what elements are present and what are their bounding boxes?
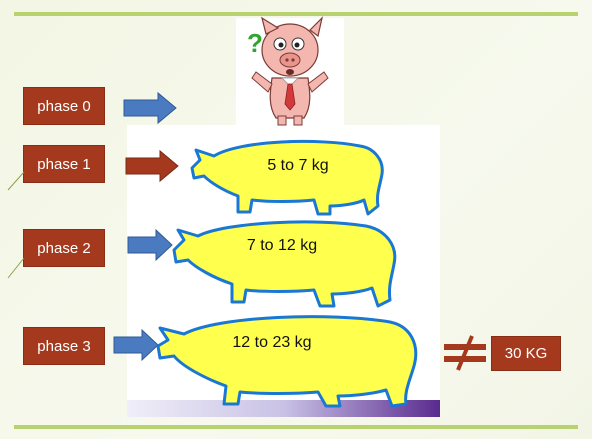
phase-2-box: phase 2 xyxy=(23,229,105,267)
pig-3-weight-label: 12 to 23 kg xyxy=(232,334,311,351)
decor-line xyxy=(7,171,25,191)
arrow-right-icon xyxy=(113,328,159,362)
arrow-right-icon xyxy=(127,228,173,262)
pig-silhouette-3: 12 to 23 kg xyxy=(156,315,418,408)
bottom-accent-rule xyxy=(14,425,578,429)
decor-line xyxy=(7,257,25,279)
question-mark: ? xyxy=(247,28,263,58)
pig-silhouette-1: 5 to 7 kg xyxy=(190,139,384,216)
arrow-right-icon xyxy=(125,149,179,183)
pig-1-weight-label: 5 to 7 kg xyxy=(267,157,328,174)
result-box: 30 KG xyxy=(491,336,561,371)
phase-3-box: phase 3 xyxy=(23,327,105,365)
top-accent-rule xyxy=(14,12,578,16)
pig-panel-shadow xyxy=(127,400,440,417)
phase-0-box: phase 0 xyxy=(23,87,105,125)
pig-2-weight-label: 7 to 12 kg xyxy=(247,237,317,254)
confused-pig-icon: ? xyxy=(247,16,329,126)
pig-silhouette-2: 7 to 12 kg xyxy=(172,220,397,308)
not-equal-icon xyxy=(444,335,486,371)
arrow-right-icon xyxy=(123,91,177,125)
phase-1-box: phase 1 xyxy=(23,145,105,183)
